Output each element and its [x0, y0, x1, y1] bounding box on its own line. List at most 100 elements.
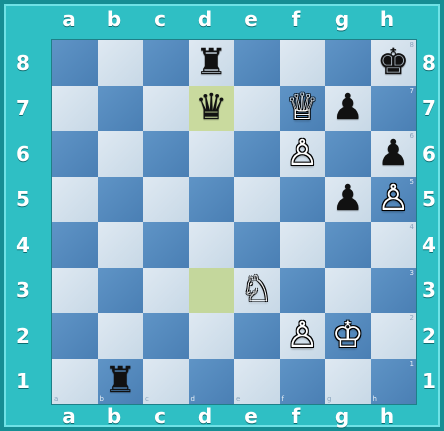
square-d3[interactable] — [189, 268, 235, 314]
rank-label-left-3: 3 — [12, 280, 34, 302]
square-b8[interactable] — [98, 40, 144, 86]
square-e3[interactable]: ♘ — [234, 268, 280, 314]
square-g1[interactable]: g — [325, 359, 371, 405]
square-c2[interactable] — [143, 313, 189, 359]
square-f8[interactable] — [280, 40, 326, 86]
square-b5[interactable] — [98, 177, 144, 223]
square-h7[interactable]: 7 — [371, 86, 417, 132]
black-king-icon[interactable]: ♚ — [371, 40, 417, 86]
black-pawn-icon[interactable]: ♟ — [325, 86, 371, 132]
square-g4[interactable] — [325, 222, 371, 268]
square-file-label-g: g — [327, 396, 331, 403]
square-file-label-f: f — [282, 396, 284, 403]
black-rook-icon[interactable]: ♜ — [98, 359, 144, 405]
square-g6[interactable] — [325, 131, 371, 177]
file-label-top-d: d — [182, 9, 228, 29]
square-g8[interactable] — [325, 40, 371, 86]
square-e2[interactable] — [234, 313, 280, 359]
square-h4[interactable]: 4 — [371, 222, 417, 268]
square-g3[interactable] — [325, 268, 371, 314]
square-e6[interactable] — [234, 131, 280, 177]
file-label-top-f: f — [273, 9, 319, 29]
square-f3[interactable] — [280, 268, 326, 314]
square-g2[interactable]: ♔ — [325, 313, 371, 359]
square-h8[interactable]: 8♚ — [371, 40, 417, 86]
square-file-label-c: c — [145, 396, 149, 403]
black-pawn-icon[interactable]: ♟ — [325, 177, 371, 223]
square-a4[interactable] — [52, 222, 98, 268]
square-c5[interactable] — [143, 177, 189, 223]
white-queen-icon[interactable]: ♕ — [280, 86, 326, 132]
square-b1[interactable]: b♜ — [98, 359, 144, 405]
square-e4[interactable] — [234, 222, 280, 268]
square-d7[interactable]: ♛ — [189, 86, 235, 132]
square-b2[interactable] — [98, 313, 144, 359]
square-d2[interactable] — [189, 313, 235, 359]
rank-label-left-8: 8 — [12, 53, 34, 75]
square-c3[interactable] — [143, 268, 189, 314]
rank-label-left-6: 6 — [12, 144, 34, 166]
rank-label-right-6: 6 — [418, 144, 440, 166]
file-label-bottom-a: a — [46, 406, 92, 426]
file-label-top-e: e — [228, 9, 274, 29]
square-a1[interactable]: a — [52, 359, 98, 405]
square-g5[interactable]: ♟ — [325, 177, 371, 223]
black-pawn-icon[interactable]: ♟ — [371, 131, 417, 177]
white-knight-icon[interactable]: ♘ — [234, 268, 280, 314]
square-c1[interactable]: c — [143, 359, 189, 405]
file-label-bottom-g: g — [319, 406, 365, 426]
square-f5[interactable] — [280, 177, 326, 223]
square-a2[interactable] — [52, 313, 98, 359]
square-c4[interactable] — [143, 222, 189, 268]
square-d4[interactable] — [189, 222, 235, 268]
rank-label-right-3: 3 — [418, 280, 440, 302]
square-g7[interactable]: ♟ — [325, 86, 371, 132]
square-h6[interactable]: 6♟ — [371, 131, 417, 177]
white-pawn-icon[interactable]: ♙ — [280, 131, 326, 177]
black-rook-icon[interactable]: ♜ — [189, 40, 235, 86]
square-c8[interactable] — [143, 40, 189, 86]
square-e7[interactable] — [234, 86, 280, 132]
square-d1[interactable]: d — [189, 359, 235, 405]
white-king-icon[interactable]: ♔ — [325, 313, 371, 359]
square-e1[interactable]: e — [234, 359, 280, 405]
square-b3[interactable] — [98, 268, 144, 314]
white-pawn-icon[interactable]: ♙ — [371, 177, 417, 223]
square-c6[interactable] — [143, 131, 189, 177]
square-f6[interactable]: ♙ — [280, 131, 326, 177]
square-rank-label-4: 4 — [410, 224, 414, 231]
square-a3[interactable] — [52, 268, 98, 314]
square-b4[interactable] — [98, 222, 144, 268]
file-label-bottom-h: h — [364, 406, 410, 426]
square-f4[interactable] — [280, 222, 326, 268]
square-rank-label-1: 1 — [410, 361, 414, 368]
square-d8[interactable]: ♜ — [189, 40, 235, 86]
file-label-top-c: c — [137, 9, 183, 29]
square-d5[interactable] — [189, 177, 235, 223]
rank-label-left-2: 2 — [12, 326, 34, 348]
square-a6[interactable] — [52, 131, 98, 177]
square-a8[interactable] — [52, 40, 98, 86]
square-c7[interactable] — [143, 86, 189, 132]
square-b7[interactable] — [98, 86, 144, 132]
square-f2[interactable]: ♙ — [280, 313, 326, 359]
square-e5[interactable] — [234, 177, 280, 223]
square-f1[interactable]: f — [280, 359, 326, 405]
black-queen-icon[interactable]: ♛ — [189, 86, 235, 132]
square-b6[interactable] — [98, 131, 144, 177]
square-h5[interactable]: 5♙ — [371, 177, 417, 223]
square-file-label-d: d — [191, 396, 195, 403]
file-label-top-h: h — [364, 9, 410, 29]
square-h2[interactable]: 2 — [371, 313, 417, 359]
square-a5[interactable] — [52, 177, 98, 223]
white-pawn-icon[interactable]: ♙ — [280, 313, 326, 359]
square-h3[interactable]: 3 — [371, 268, 417, 314]
square-d6[interactable] — [189, 131, 235, 177]
square-rank-label-2: 2 — [410, 315, 414, 322]
square-e8[interactable] — [234, 40, 280, 86]
square-a7[interactable] — [52, 86, 98, 132]
square-f7[interactable]: ♕ — [280, 86, 326, 132]
file-label-bottom-d: d — [182, 406, 228, 426]
